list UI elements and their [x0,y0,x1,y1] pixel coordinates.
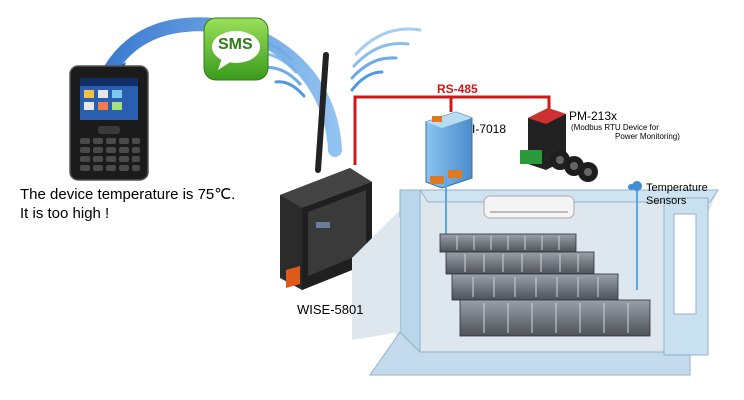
power-meter-label: PM-213x [569,109,618,123]
gateway-label: WISE-5801 [297,302,364,317]
sensor-label-line1: Temperature [646,182,708,194]
io-module-label: I-7018 [472,122,507,136]
bus-label: RS-485 [437,82,478,96]
power-meter-device [520,108,598,182]
sms-badge-label: SMS [218,36,253,53]
power-meter-note-line1: (Modbus RTU Device for [571,123,659,132]
rs485-bus [353,95,551,165]
alert-message-line1: The device temperature is 75℃. [20,186,236,203]
smartphone-icon [69,65,149,181]
io-module-device [425,111,473,189]
power-meter-note-line2: Power Monitoring) [615,132,680,141]
rack-dividers [456,236,629,333]
alert-message-line2: It is too high ! [20,205,110,222]
sms-badge [203,17,269,81]
sensor-label-line2: Sensors [646,195,687,207]
